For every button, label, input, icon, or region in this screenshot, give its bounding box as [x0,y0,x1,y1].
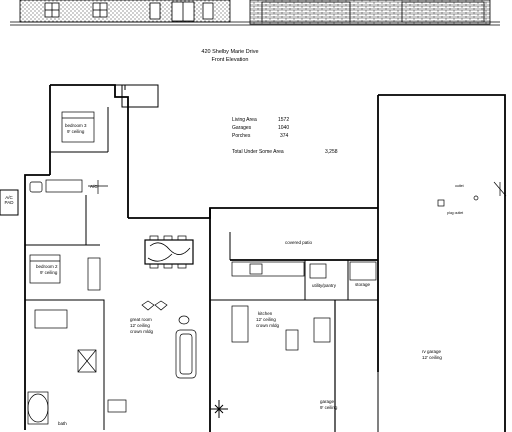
porches-area-value: 374 [280,133,289,139]
bedroom-3-ceiling: 9' ceiling [67,129,85,134]
great-room-extra: crown mldg [130,329,154,334]
great-room-ceiling: 12' ceiling [130,323,150,328]
utility-pantry-label: utility/pantry [312,283,337,288]
garage-label: garage [320,399,335,404]
elevation-address: 420 Shelby Marie Drive [201,49,259,55]
kitchen-extra: crown mldg [256,323,280,328]
kitchen-ceiling: 12' ceiling [256,317,276,322]
rv-garage-label: rv garage [422,349,442,354]
porches-area-label: Porches [232,133,251,139]
garage-area-value: 1040 [278,125,290,131]
great-room-label: great room [130,317,152,322]
bedroom-3-label: bedroom 3 [65,123,87,128]
garage-area-label: Garages [232,125,252,131]
ac-unit-label: A/C [90,184,98,189]
bedroom-2-label: bedroom 2 [36,264,58,269]
rv-garage-ceiling: 12' ceiling [422,355,442,360]
total-area-label: Total Under Some Area [232,149,284,155]
total-area-value: 3,258 [325,149,338,155]
bedroom-2-ceiling: 9' ceiling [40,270,58,275]
plan-walls [0,84,506,432]
garage-ceiling: 9' ceiling [320,405,338,410]
living-area-label: Living Area [232,117,257,123]
outlet-note: outlet [455,184,464,188]
covered-patio-label: covered patio [285,240,313,245]
plan-fixtures [27,111,507,425]
ac-pad-box [0,189,19,216]
bath-label: bath [58,421,67,426]
ac-pad-label: A/C PAD [4,195,14,205]
front-elevation [10,0,500,26]
plug-note: plug outlet [447,211,464,215]
storage-label: storage [355,282,371,287]
living-area-value: 1572 [278,117,290,123]
kitchen-label: kitchen [258,311,273,316]
elevation-title: Front Elevation [211,57,249,63]
